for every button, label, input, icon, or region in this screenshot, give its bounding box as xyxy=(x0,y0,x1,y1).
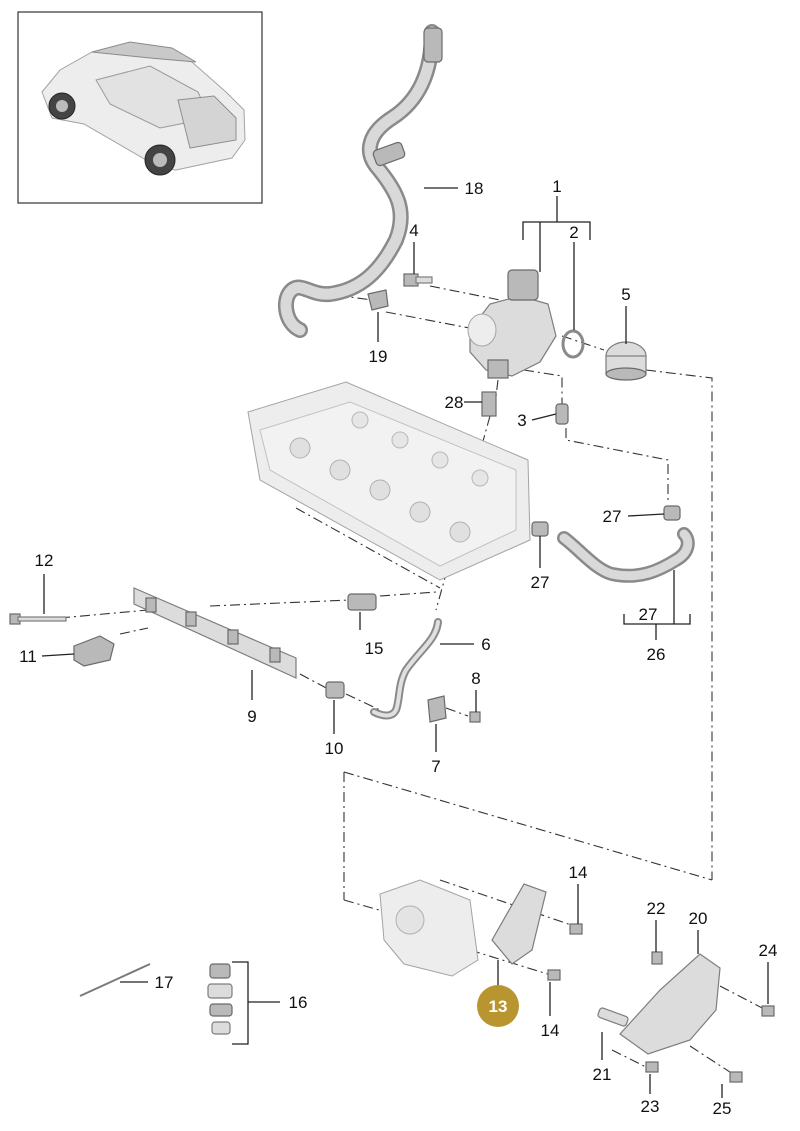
cable-ties-part[interactable] xyxy=(207,963,233,1035)
callout-23[interactable]: 23 xyxy=(641,1097,660,1116)
o-ring-part[interactable] xyxy=(561,329,585,359)
callout-27-left[interactable]: 27 xyxy=(531,573,550,592)
car-icon xyxy=(41,41,246,176)
vacuum-pump-part[interactable] xyxy=(379,879,479,977)
callout-7[interactable]: 7 xyxy=(431,757,440,776)
cylinder-head-part xyxy=(247,381,531,581)
clip-part[interactable] xyxy=(367,289,389,311)
callout-3[interactable]: 3 xyxy=(517,411,526,430)
callout-6[interactable]: 6 xyxy=(481,635,490,654)
callout-14-upper[interactable]: 14 xyxy=(569,863,588,882)
bolt-14-upper-part[interactable] xyxy=(569,923,583,935)
high-pressure-pump-part[interactable] xyxy=(467,269,557,379)
fitting-15-part[interactable] xyxy=(347,593,377,611)
callout-labels: 1 2 3 4 5 6 7 8 9 10 11 12 13 14 14 15 1… xyxy=(19,177,777,1118)
callout-27-upper[interactable]: 27 xyxy=(603,507,622,526)
bolt-4-part[interactable] xyxy=(403,273,433,287)
callout-12[interactable]: 12 xyxy=(35,551,54,570)
highlight-badge xyxy=(477,985,519,1027)
vehicle-thumbnail xyxy=(17,11,263,204)
callout-4[interactable]: 4 xyxy=(409,221,418,240)
leader-lines xyxy=(41,187,769,1098)
bracket-7-part[interactable] xyxy=(427,695,447,723)
callout-24[interactable]: 24 xyxy=(759,941,778,960)
callout-13[interactable]: 13 xyxy=(489,997,508,1016)
spacer-21-part[interactable] xyxy=(597,1007,629,1027)
callout-26[interactable]: 26 xyxy=(647,645,666,664)
callout-18[interactable]: 18 xyxy=(465,179,484,198)
pressure-sensor-part[interactable] xyxy=(73,635,115,667)
callout-2[interactable]: 2 xyxy=(569,223,578,242)
cover-plate-part[interactable] xyxy=(491,883,547,965)
coolant-hose-part[interactable] xyxy=(557,527,695,583)
callout-5[interactable]: 5 xyxy=(621,285,630,304)
callout-16[interactable]: 16 xyxy=(289,993,308,1012)
sensor-3-part[interactable] xyxy=(555,403,569,425)
callout-10[interactable]: 10 xyxy=(325,739,344,758)
fitting-28-part[interactable] xyxy=(481,391,497,417)
callout-28[interactable]: 28 xyxy=(445,393,464,412)
sensor-27-left-part[interactable] xyxy=(531,521,549,537)
fuel-line-part[interactable] xyxy=(370,618,442,720)
callout-17[interactable]: 17 xyxy=(155,973,174,992)
bolt-12-part[interactable] xyxy=(9,613,67,625)
bolt-14-lower-part[interactable] xyxy=(547,969,561,981)
callout-19[interactable]: 19 xyxy=(369,347,388,366)
stud-22-part[interactable] xyxy=(651,951,663,965)
fuel-rail-part[interactable] xyxy=(133,587,297,679)
bolt-24-part[interactable] xyxy=(761,1005,775,1017)
tappet-part[interactable] xyxy=(605,341,647,381)
bolt-8-part[interactable] xyxy=(469,711,481,723)
callout-14-lower[interactable]: 14 xyxy=(541,1021,560,1040)
callout-25[interactable]: 25 xyxy=(713,1099,732,1118)
callout-1[interactable]: 1 xyxy=(552,177,561,196)
callout-8[interactable]: 8 xyxy=(471,669,480,688)
heat-shield-part[interactable] xyxy=(619,953,721,1055)
callout-13-highlight[interactable] xyxy=(477,985,519,1027)
callout-27-lower[interactable]: 27 xyxy=(639,605,658,624)
callout-22[interactable]: 22 xyxy=(647,899,666,918)
callout-9[interactable]: 9 xyxy=(247,707,256,726)
callout-15[interactable]: 15 xyxy=(365,639,384,658)
callout-11[interactable]: 11 xyxy=(19,647,37,666)
breather-hose-part[interactable] xyxy=(277,24,443,338)
bolt-23-part[interactable] xyxy=(645,1061,659,1073)
callout-21[interactable]: 21 xyxy=(593,1065,612,1084)
pin-17-part[interactable] xyxy=(79,963,151,997)
sensor-27-upper-part[interactable] xyxy=(663,505,681,521)
callout-20[interactable]: 20 xyxy=(689,909,708,928)
bolt-25-part[interactable] xyxy=(729,1071,743,1083)
fitting-10-part[interactable] xyxy=(325,681,345,699)
